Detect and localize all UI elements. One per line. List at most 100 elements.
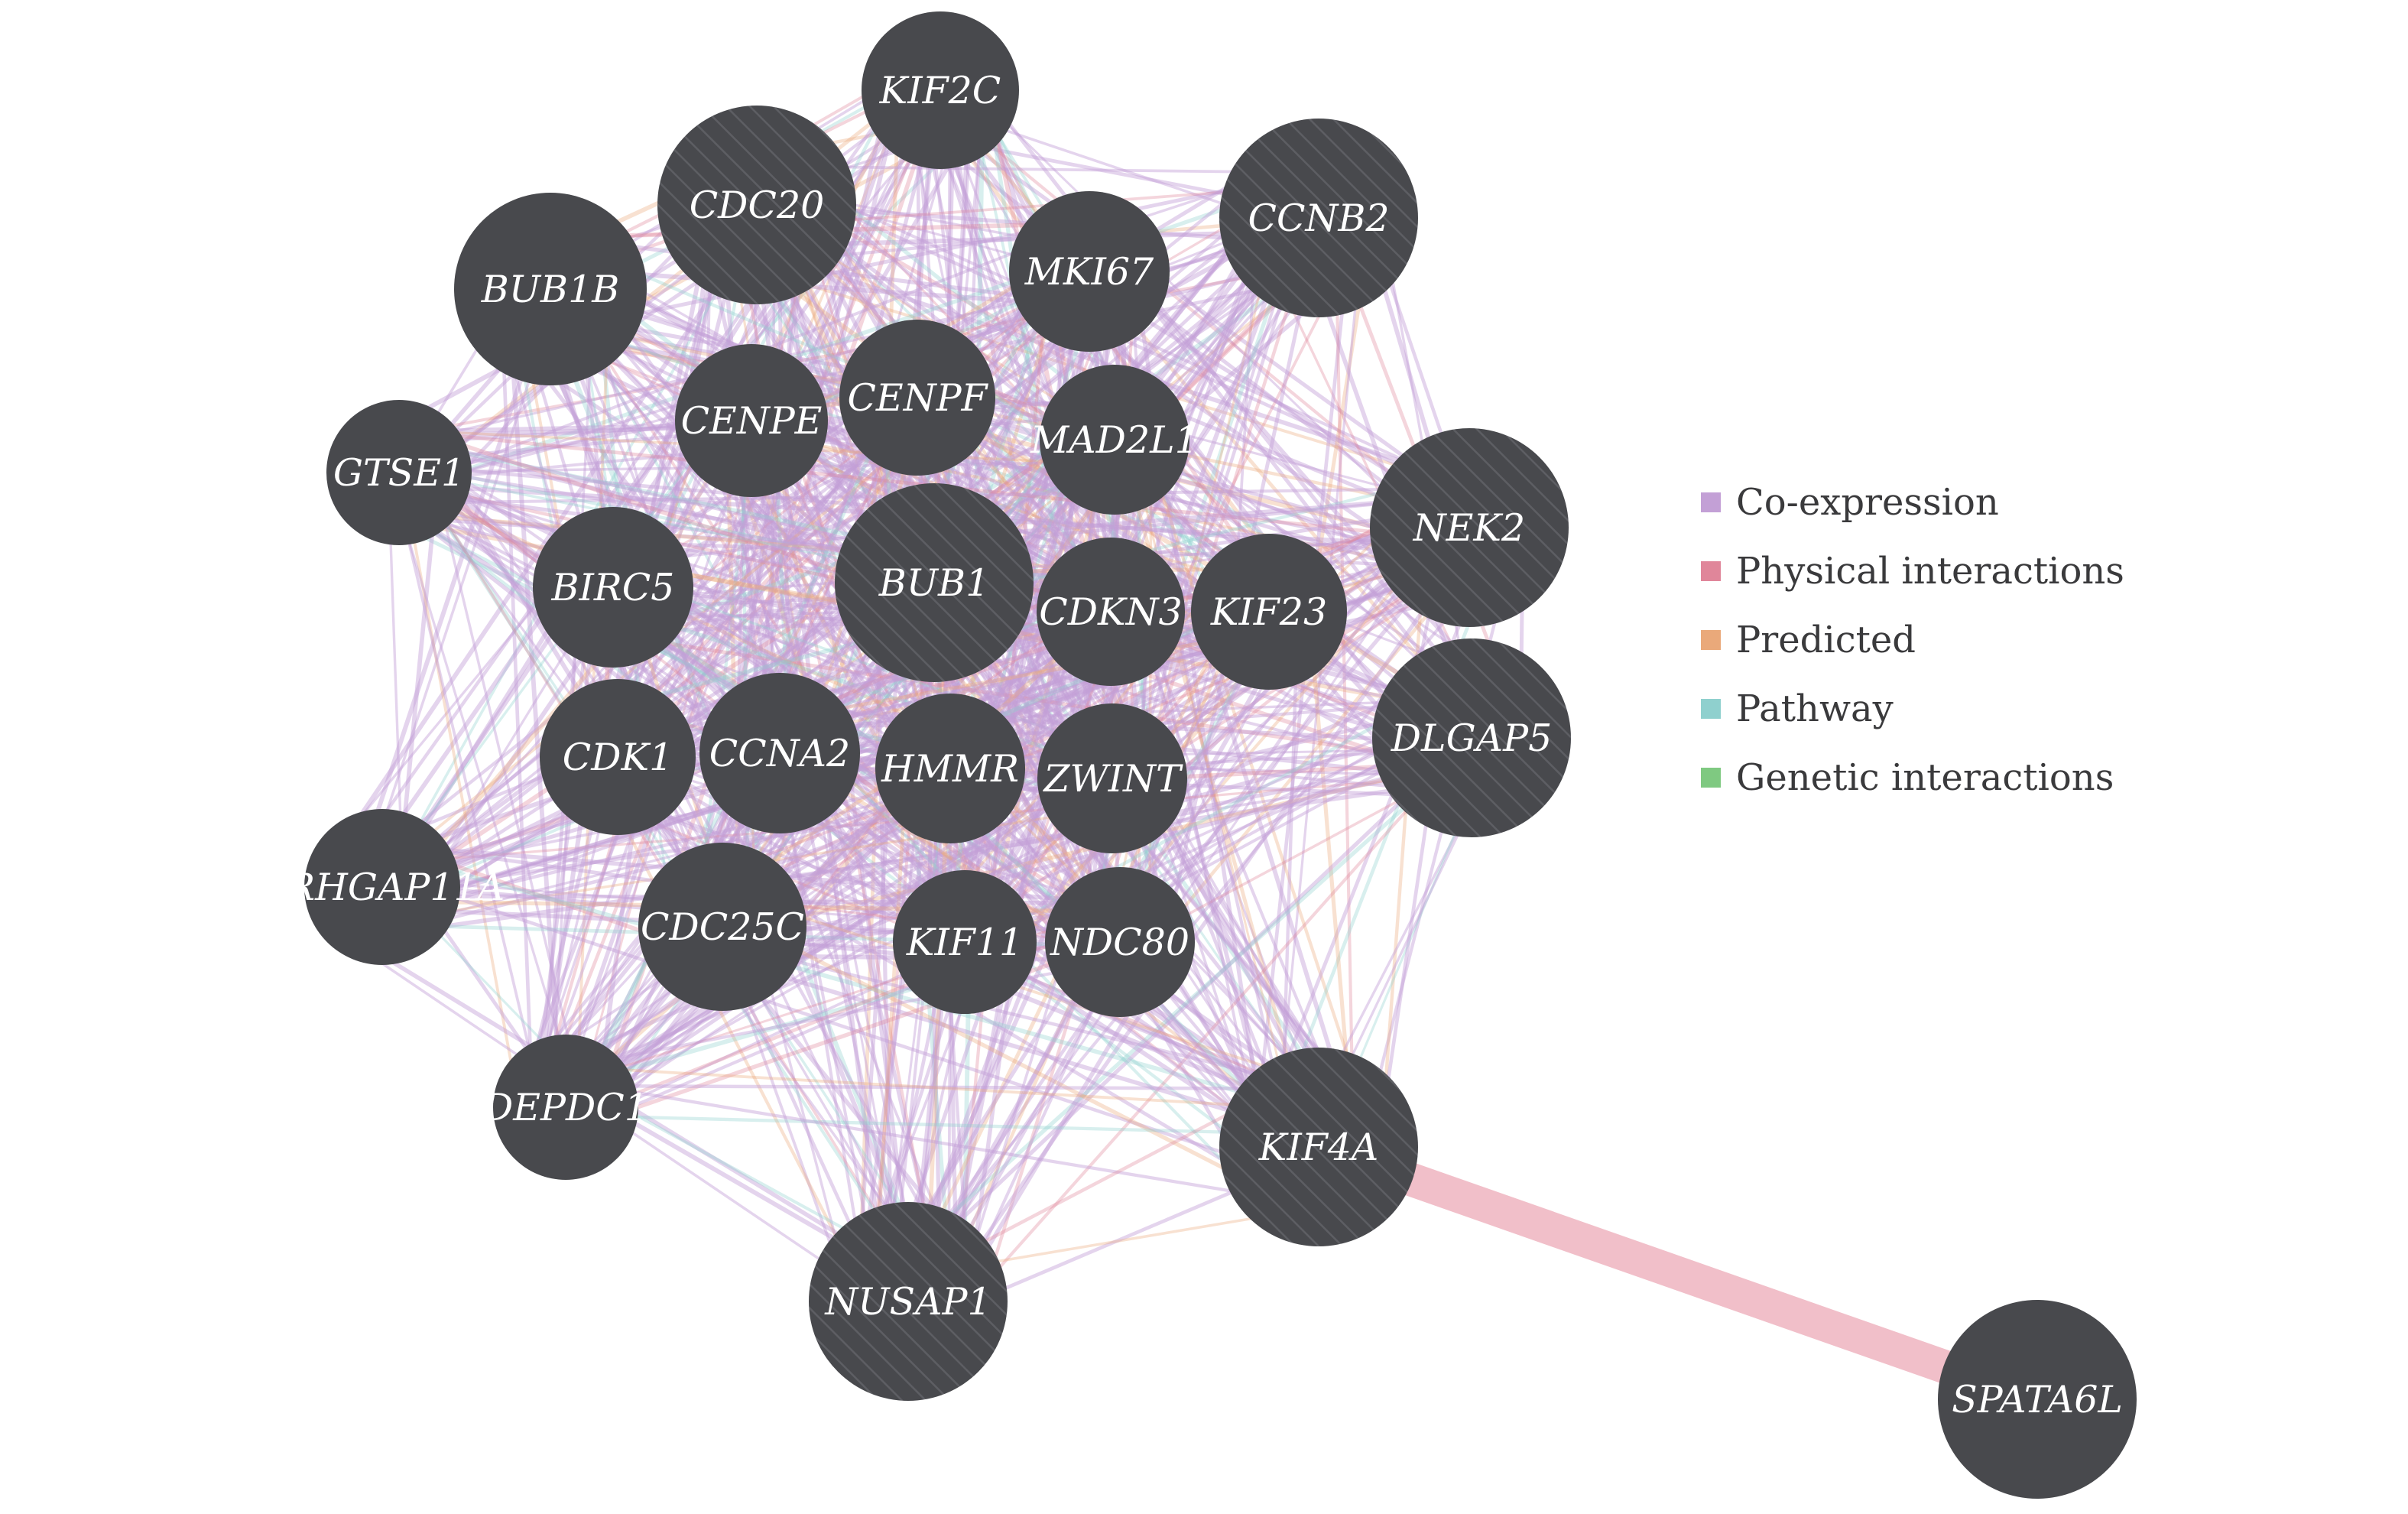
node-kif23[interactable]: KIF23 (1191, 534, 1347, 690)
interaction-edge (1273, 224, 1365, 1158)
interaction-edge (543, 691, 1488, 1089)
interaction-edge (415, 171, 1330, 489)
node-circle (1037, 538, 1185, 686)
node-mad2l1[interactable]: MAD2L1 (1030, 365, 1199, 515)
interaction-edge (748, 42, 914, 735)
node-nek2[interactable]: NEK2 (1370, 428, 1569, 627)
interaction-edge (552, 1113, 1345, 1137)
interaction-edge (931, 544, 1447, 727)
legend-label: Physical interactions (1736, 550, 2124, 593)
node-ccnb2[interactable]: CCNB2 (1219, 119, 1418, 317)
interaction-edge (569, 608, 1089, 1113)
node-depdc1[interactable]: DEPDC1 (482, 1035, 648, 1180)
legend-swatch (1701, 699, 1721, 719)
node-label: DLGAP5 (1391, 716, 1553, 760)
node-arhgap11a[interactable]: ARHGAP11A (257, 809, 505, 965)
node-circle (839, 320, 995, 476)
node-cdkn3[interactable]: CDKN3 (1037, 538, 1185, 686)
interaction-edge (634, 757, 891, 1311)
interaction-edge (729, 892, 1345, 1093)
legend-swatch (1701, 561, 1721, 581)
node-kif2c[interactable]: KIF2C (862, 11, 1019, 169)
interaction-edge (404, 441, 945, 934)
node-cdk1[interactable]: CDK1 (540, 679, 696, 835)
node-cdc25c[interactable]: CDC25C (638, 843, 806, 1011)
interaction-edge (873, 755, 910, 1288)
node-ndc80[interactable]: NDC80 (1045, 867, 1195, 1017)
interaction-edge (560, 314, 1102, 415)
legend-item: Pathway (1701, 674, 2124, 743)
node-nusap1[interactable]: NUSAP1 (809, 1202, 1008, 1401)
interaction-edge (715, 135, 969, 379)
interaction-edge (702, 225, 810, 963)
interaction-edge (817, 745, 1086, 953)
node-cenpf[interactable]: CENPF (839, 320, 995, 476)
node-label: NEK2 (1413, 506, 1525, 550)
interaction-edge (738, 249, 1263, 631)
interaction-edge (966, 769, 1444, 1304)
interaction-edge (607, 238, 1339, 736)
node-circle (533, 507, 693, 668)
interaction-edge (948, 612, 1353, 1091)
interaction-edge (944, 97, 1071, 763)
interaction-edge (407, 410, 1117, 884)
interaction-edge (579, 791, 1076, 1090)
interaction-edge (961, 63, 1492, 744)
node-mki67[interactable]: MKI67 (1009, 191, 1170, 352)
interaction-edge (549, 112, 930, 1075)
node-label: KIF11 (906, 921, 1023, 964)
node-circle (1372, 638, 1571, 837)
node-dlgap5[interactable]: DLGAP5 (1372, 638, 1571, 837)
node-bub1b[interactable]: BUB1B (454, 193, 647, 385)
interaction-edge (597, 775, 859, 1278)
node-label: CCNA2 (709, 732, 850, 775)
interaction-edge (1131, 520, 1418, 902)
node-label: MKI67 (1024, 250, 1154, 294)
node-spata6l[interactable]: SPATA6L (1938, 1300, 2137, 1499)
interaction-edge (338, 70, 978, 844)
node-cenpe[interactable]: CENPE (675, 344, 828, 497)
interaction-edge (417, 477, 1103, 742)
interaction-edge (598, 609, 1110, 1126)
node-ccna2[interactable]: CCNA2 (699, 673, 860, 833)
interaction-edge (745, 175, 1339, 971)
legend-swatch (1701, 630, 1721, 650)
edge-kif4a-spata6l (1313, 1131, 2043, 1415)
node-kif11[interactable]: KIF11 (893, 870, 1037, 1014)
node-hmmr[interactable]: HMMR (875, 694, 1025, 843)
interaction-edge (566, 313, 990, 984)
interaction-edge (911, 777, 965, 1265)
interaction-edge (605, 963, 962, 1119)
interaction-edge (346, 859, 1347, 1195)
interaction-edge (793, 154, 1120, 798)
node-gtse1[interactable]: GTSE1 (326, 400, 472, 545)
interaction-edge (1309, 629, 1355, 1124)
interaction-edge (615, 752, 912, 1253)
node-circle (1009, 191, 1170, 352)
node-label: DEPDC1 (482, 1086, 648, 1129)
node-circle (326, 400, 472, 545)
node-circle (1191, 534, 1347, 690)
legend-label: Co-expression (1736, 481, 1999, 524)
node-circle (493, 1035, 638, 1180)
interaction-edge (372, 343, 544, 854)
legend-item: Genetic interactions (1701, 743, 2124, 812)
interaction-edge (1334, 223, 1355, 1140)
interaction-edge (1135, 452, 1150, 930)
node-birc5[interactable]: BIRC5 (533, 507, 693, 668)
node-kif4a[interactable]: KIF4A (1219, 1048, 1418, 1246)
interaction-edge (775, 752, 878, 1277)
interaction-edge (540, 592, 582, 1092)
node-zwint[interactable]: ZWINT (1037, 703, 1187, 853)
node-bub1[interactable]: BUB1 (835, 483, 1034, 682)
interaction-edge (1124, 397, 1295, 1158)
node-label: CDKN3 (1039, 590, 1182, 634)
node-cdc20[interactable]: CDC20 (657, 106, 856, 304)
interaction-edge (722, 235, 1351, 1149)
node-label: CENPF (847, 376, 988, 420)
interaction-edge (500, 312, 534, 1071)
interaction-edge (389, 480, 581, 1105)
interaction-edge (922, 130, 1461, 542)
